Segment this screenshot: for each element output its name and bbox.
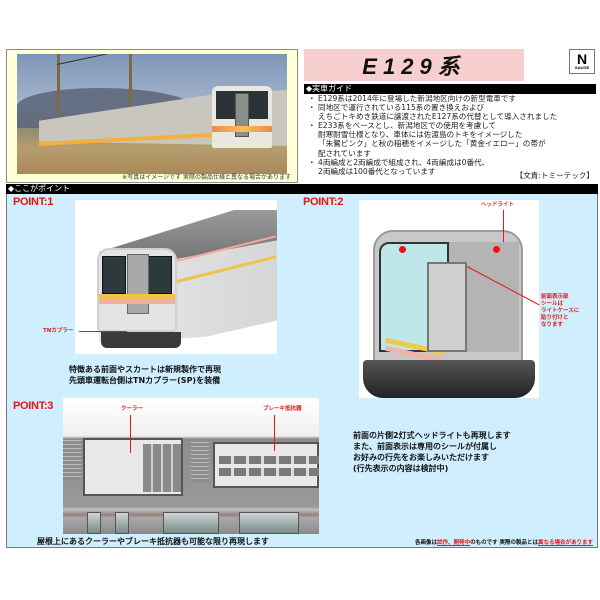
product-photo-frame: ※写真はイメージです 実際の製品仕様と異なる場合があります (6, 49, 298, 183)
guide-item: 同地区で運行されている115系の置き換えおよび えちごトキめき鉄道に譲渡されたE… (304, 103, 596, 121)
guide-item: E233系をベースとし、新潟地区での使用を考慮して 耐寒耐雪仕様となり、車体には… (304, 121, 596, 157)
point3-image (63, 398, 319, 534)
guide-line: 同地区で運行されている115系の置き換えおよび (318, 103, 485, 113)
p2-front-door (427, 262, 467, 352)
photo-wire (56, 54, 283, 65)
annotation-line: なります (541, 322, 564, 328)
guide-heading: ◆実車ガイド (304, 84, 596, 94)
product-title-text: E129系 (362, 54, 466, 79)
guide-body: E129系は2014年に登場した新潟地区向けの新型電車です 同地区で運行されてい… (304, 94, 596, 178)
p2-cab-frame (373, 230, 523, 380)
caption-line: また、前面表示は専用のシールが付属し (353, 442, 497, 451)
p3-brake-resistor (213, 442, 319, 488)
p3-window (239, 512, 299, 534)
headlight-arrow (503, 210, 504, 242)
p3-window (163, 512, 219, 534)
point2-caption: 前面の片側2灯式ヘッドライトも再現します また、前面表示は専用のシールが付属し … (353, 430, 511, 474)
caption-line: お好みの行先をお楽しみいただけます (353, 453, 489, 462)
annotation-line: 前面表示部 (541, 294, 569, 300)
p3-resistor-row (219, 468, 319, 476)
caption-line: (行先表示の内容は検討中) (353, 464, 449, 473)
annotation-line: 貼り付けと (541, 315, 569, 321)
guide-line: 耐寒耐雪仕様となり、車体には佐渡島のトキをイメージした (318, 130, 523, 140)
annotation-line: シールは (541, 301, 564, 307)
point2-image (359, 200, 539, 398)
caption-line: 特徴ある前面やスカートは新規製作で再現 (69, 365, 221, 374)
p1-pink-band (99, 299, 175, 304)
footnote-highlight: 異なる場合があります (537, 540, 593, 546)
photo-pole (129, 54, 132, 114)
photo-pole (57, 54, 60, 144)
p3-vent (63, 440, 81, 480)
caption-line: 先頭車運転台側はTNカプラー(SP)を装備 (69, 376, 221, 385)
n-gauge-logo: N GAUGE (569, 49, 595, 74)
caption-line: 前面の片側2灯式ヘッドライトも再現します (353, 431, 511, 440)
footnote-text: 各画像は (415, 540, 438, 546)
p3-resistor-row (219, 456, 319, 464)
headlight-annotation: ヘッドライト (481, 202, 515, 208)
p3-window (115, 512, 129, 534)
p1-car-face (97, 248, 177, 332)
points-area: POINT:1 TNカプラー 特徴ある前面やスカートは新規製作で再現 先頭車運転… (6, 194, 598, 548)
p1-window-left (102, 256, 126, 294)
brake-resistor-arrow (274, 415, 275, 451)
footnote: 各画像は試作、開発中のものです 実際の製品とは異なる場合があります (415, 538, 593, 546)
point2-label: POINT:2 (303, 196, 344, 208)
guide-line: 2両編成は100番代となっています (318, 166, 436, 176)
p3-cooler (83, 438, 183, 496)
p1-yellow-band (99, 294, 175, 299)
guide-credit: 【文責:トミーテック】 (515, 171, 595, 180)
point3-label: POINT:3 (13, 400, 54, 412)
cooler-arrow (130, 415, 131, 453)
guide-item: 4両編成と2両編成で組成され、4両編成は0番代、 2両編成は100番代となってい… (304, 158, 596, 176)
footnote-highlight: 試作、開発中 (437, 540, 471, 546)
photo-caption: ※写真はイメージです 実際の製品仕様と異なる場合があります (122, 174, 291, 181)
tn-coupler-arrow (79, 331, 127, 332)
p1-front-door (127, 254, 149, 314)
n-gauge-letter: N (576, 51, 588, 67)
display-seal-annotation: 前面表示部 シールは ライトケースに 貼り付けと なります (541, 294, 579, 329)
tn-coupler-annotation: TNカプラー (43, 328, 74, 334)
guide-line: E129系は2014年に登場した新潟地区向けの新型電車です (318, 94, 517, 103)
p1-skirt (101, 332, 181, 348)
guide-item: E129系は2014年に登場した新潟地区向けの新型電車です (304, 94, 596, 103)
n-gauge-sub: GAUGE (574, 65, 590, 70)
photo-train-cab (212, 86, 272, 148)
photo-cab-band (212, 126, 272, 132)
point1-label: POINT:1 (13, 196, 54, 208)
p2-headlight-left (399, 246, 406, 253)
p3-cooler-grille (143, 444, 181, 492)
guide-line: 「朱鷺ピンク」と秋の稲穂をイメージした「黄金イエロー」の帯が (318, 139, 546, 149)
point3-caption: 屋根上にあるクーラーやブレーキ抵抗器も可能な限り再現します (37, 537, 269, 546)
points-heading: ◆ここがポイント (6, 184, 598, 194)
product-title: E129系 (304, 49, 524, 81)
p2-skirt (363, 360, 535, 398)
p1-window-right (148, 256, 172, 294)
cooler-annotation: クーラー (121, 406, 144, 412)
guide-line: えちごトキめき鉄道に譲渡されたE127系の代替として導入されました (318, 112, 558, 122)
p3-vent (191, 442, 209, 482)
guide-line: 4両編成と2両編成で組成され、4両編成は0番代、 (318, 157, 490, 167)
brake-resistor-annotation: ブレーキ抵抗器 (263, 406, 302, 412)
p3-window (87, 512, 101, 534)
guide-line: 配されています (318, 148, 371, 158)
point1-image (75, 200, 277, 354)
p2-headlight-right (493, 246, 500, 253)
product-photo (17, 54, 287, 174)
annotation-line: ライトケースに (541, 308, 580, 314)
point1-caption: 特徴ある前面やスカートは新規製作で再現 先頭車運転台側はTNカプラー(SP)を装… (69, 364, 221, 386)
footnote-text: のものです 実際の製品とは (470, 540, 538, 546)
guide-line: E233系をベースとし、新潟地区での使用を考慮して (318, 121, 497, 131)
